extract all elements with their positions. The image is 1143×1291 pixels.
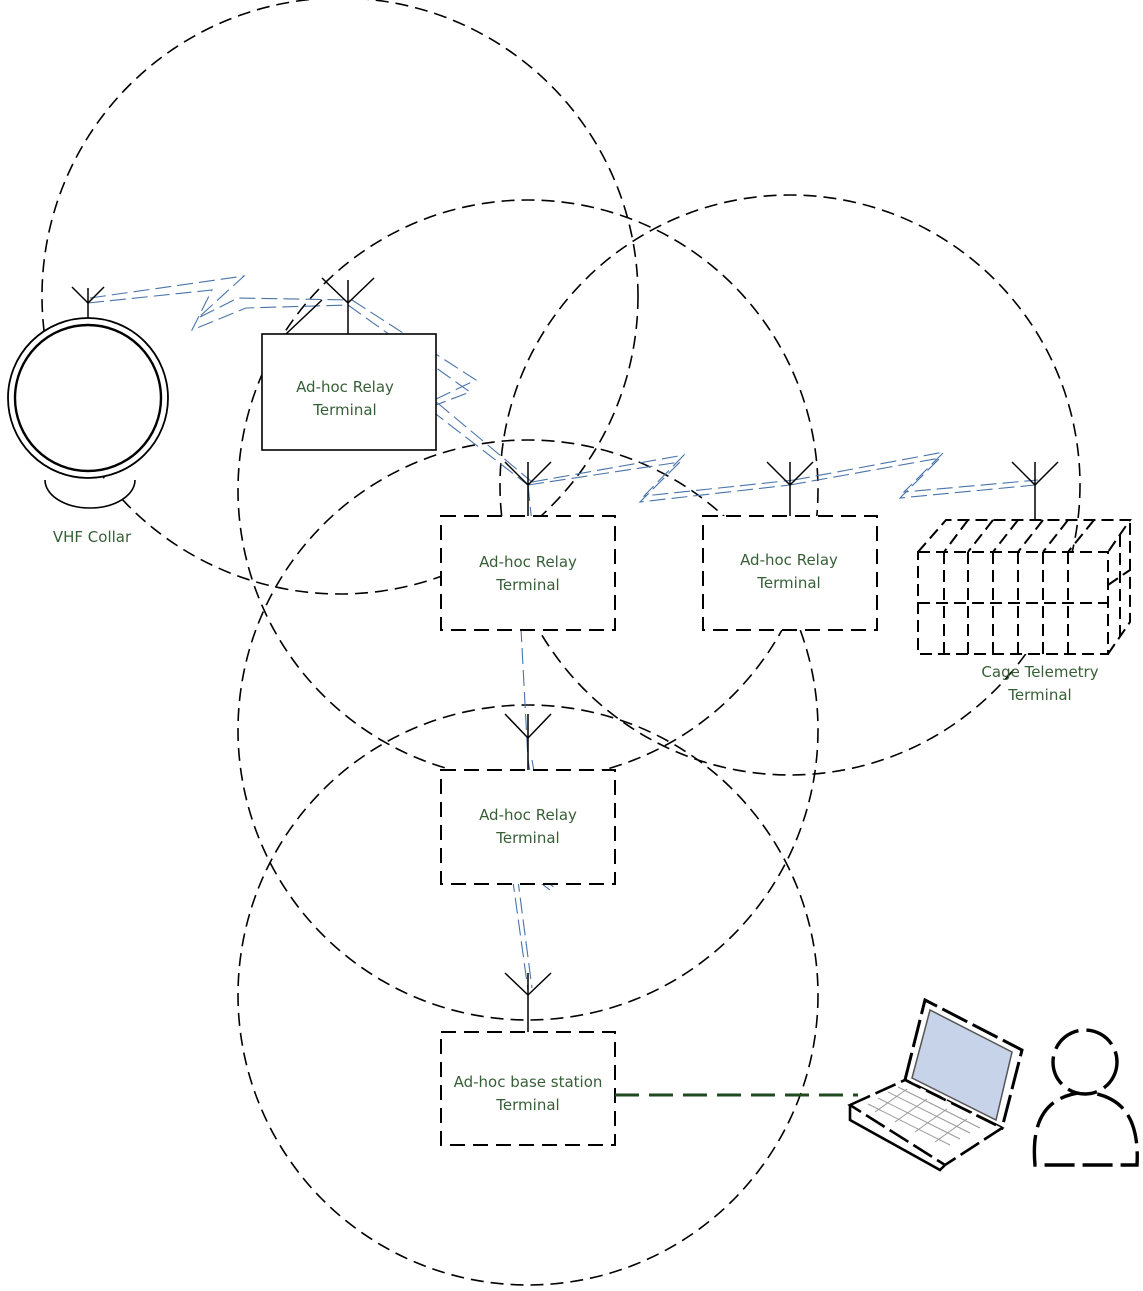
relay-terminal-lower-box [440,769,616,885]
coverage-ring-base [237,704,819,1286]
coverage-ring-center [237,439,819,1021]
coverage-ring-top-left [237,199,819,781]
relay-terminal-lower-label-2: Terminal [495,829,559,847]
radio-link-collar-relay-b [89,275,351,319]
radio-link-center-right [527,461,791,503]
relay-terminal-right-label-2: Terminal [756,574,820,592]
relay-terminal-top-box [261,333,437,451]
laptop-screen [911,1008,1013,1122]
vhf-collar-base [44,479,136,509]
relay-terminal-right-label-1: Ad-hoc Relay [740,551,838,569]
relay-terminal-center-label-2: Terminal [495,576,559,594]
antenna-icon [766,461,814,516]
antenna-icon [504,713,552,770]
user-head [1051,1028,1119,1096]
user-icon [1032,1028,1139,1167]
vhf-collar-label: VHF Collar [53,528,132,546]
coverage-ring-right [499,194,1081,776]
laptop-keyboard [867,1086,981,1146]
user-body [1032,1090,1139,1167]
cage-terminal-label-2: Terminal [1007,686,1071,704]
antenna-icon [71,286,105,318]
relay-terminal-center-label-1: Ad-hoc Relay [479,553,577,571]
vhf-collar-icon [7,317,169,479]
base-station-label-2: Terminal [495,1096,559,1114]
base-station-box [440,1031,616,1146]
relay-terminal-top-label-1: Ad-hoc Relay [296,378,394,396]
coverage-ring-top-relay [41,0,639,595]
relay-terminal-top: Ad-hoc Relay Terminal [261,277,437,451]
antenna-icon [1011,461,1059,520]
relay-terminal-top-label-2: Terminal [312,401,376,419]
base-station-label-1: Ad-hoc base station [454,1073,603,1091]
antenna-icon [504,461,552,516]
radio-link-right-cage-b [793,451,1039,493]
radio-link-center-right-b [531,454,795,497]
relay-terminal-lower: Ad-hoc Relay Terminal [440,713,616,885]
relay-terminal-center-box [440,515,616,631]
radio-link-collar-relay [87,289,349,332]
coverage-rings [41,0,1081,1286]
cage-terminal-label-1: Cage Telemetry [981,663,1098,681]
antenna-icon [504,972,552,1032]
relay-terminal-right: Ad-hoc Relay Terminal [702,461,878,631]
relay-terminal-center: Ad-hoc Relay Terminal [440,461,616,631]
antenna-icon [285,277,375,335]
base-station-terminal: Ad-hoc base station Terminal [440,972,616,1146]
vhf-collar: VHF Collar [7,286,169,546]
vhf-collar-inner-ring [13,323,163,473]
relay-terminal-right-box [702,515,878,631]
radio-link-right-cage [789,457,1036,499]
laptop-icon [847,997,1024,1172]
relay-terminal-lower-label-1: Ad-hoc Relay [479,806,577,824]
cage-telemetry-terminal: Cage Telemetry Terminal [917,461,1132,704]
cage-icon [917,519,1132,655]
